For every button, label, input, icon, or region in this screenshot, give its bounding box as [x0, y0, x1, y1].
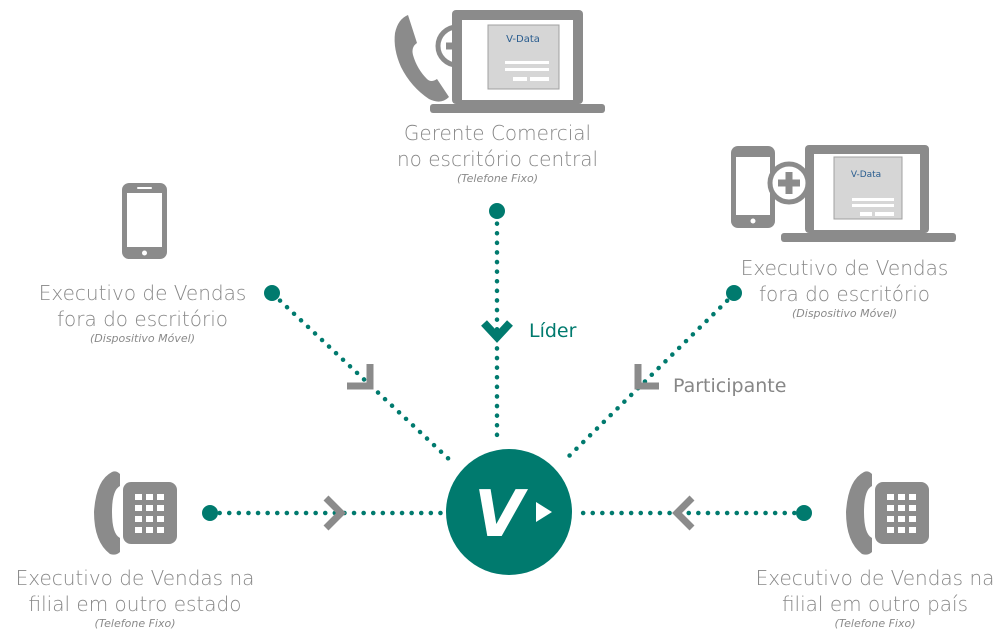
role-leader: Líder [529, 320, 577, 342]
dot-top [489, 203, 505, 219]
label-bottom-left-sub: (Telefone Fixo) [94, 617, 176, 630]
screen-brand: V-Data [506, 34, 540, 45]
label-right-line1: Executivo de Vendas [740, 256, 949, 280]
login-screen: V-Data [487, 24, 560, 90]
dot-bottom-right [796, 505, 812, 521]
chevron-right-icon [634, 364, 659, 390]
label-top-line1: Gerente Comercial [403, 121, 592, 145]
laptop-icon: V-Data [430, 10, 605, 113]
connector-left [270, 291, 455, 465]
chevron-left-icon [347, 364, 374, 390]
connector-lines [207, 211, 807, 516]
label-bottom-right: Executivo de Vendas na filial em outro p… [745, 565, 1005, 630]
connector-right [562, 291, 737, 463]
dot-bottom-left [202, 505, 218, 521]
label-bottom-left-line2: filial em outro estado [28, 592, 242, 616]
smartphone-icon [122, 183, 167, 259]
smartphone-icon [731, 146, 775, 228]
label-bottom-right-sub: (Telefone Fixo) [834, 617, 916, 630]
label-top-sub: (Telefone Fixo) [457, 172, 538, 185]
label-left-line2: fora do escritório [57, 307, 228, 331]
label-top-line2: no escritório central [396, 147, 599, 171]
v-logo: V [446, 449, 572, 575]
laptop-icon: V-Data [781, 145, 956, 242]
play-icon [536, 502, 552, 522]
phone-handset-icon [394, 15, 449, 102]
v-logo-letter: V [474, 478, 528, 552]
label-right-sub: (Dispositivo Móvel) [792, 307, 897, 320]
screen-brand: V-Data [851, 170, 881, 180]
chevron-bottom-right-icon [672, 495, 695, 531]
role-participant: Participante [673, 375, 787, 397]
right-device-group: V-Data [731, 145, 956, 242]
dot-left [264, 285, 280, 301]
desk-phone-icon [846, 471, 929, 555]
label-bottom-left: Executivo de Vendas na filial em outro e… [0, 565, 270, 630]
label-left-line1: Executivo de Vendas [38, 281, 247, 305]
desk-phone-icon [94, 471, 177, 555]
plus-icon [770, 164, 808, 202]
label-right-line2: fora do escritório [759, 282, 930, 306]
chevron-leader-icon [481, 320, 513, 343]
label-bottom-left-line1: Executivo de Vendas na [15, 566, 255, 590]
label-right: Executivo de Vendas fora do escritório (… [722, 255, 967, 320]
label-top: Gerente Comercial no escritório central … [360, 120, 635, 185]
endpoint-dots [202, 203, 812, 521]
label-left: Executivo de Vendas fora do escritório (… [20, 280, 265, 345]
label-bottom-right-line1: Executivo de Vendas na [755, 566, 995, 590]
dot-right [726, 285, 742, 301]
label-bottom-right-line2: filial em outro país [781, 592, 969, 616]
label-left-sub: (Dispositivo Móvel) [90, 332, 195, 345]
login-screen: V-Data [833, 156, 903, 220]
chevron-bottom-left-icon [323, 495, 346, 531]
top-device-group: V-Data [394, 10, 605, 113]
